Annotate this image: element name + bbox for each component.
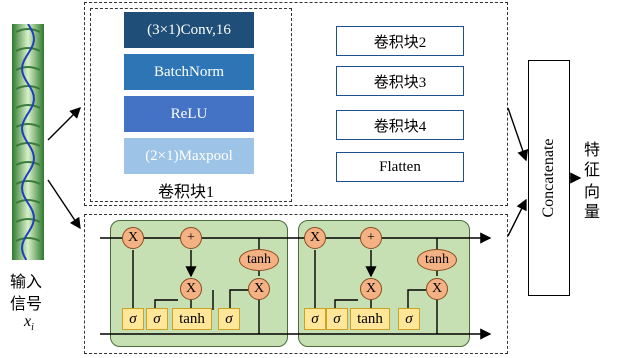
- conv-block4: 卷积块4: [336, 110, 464, 140]
- tanh-op: tanh: [239, 249, 279, 271]
- forget-gate: σ: [122, 308, 144, 330]
- input-signal-image: [12, 23, 44, 261]
- flatten-block: Flatten: [336, 152, 464, 182]
- conv-block2: 卷积块2: [336, 26, 464, 56]
- add-op-2: +: [360, 227, 382, 249]
- input-label-line2: 信号: [10, 296, 43, 313]
- input-var-letter: x: [24, 313, 32, 330]
- forget-gate-2: σ: [304, 308, 326, 330]
- input-var: xi: [24, 313, 34, 333]
- concatenate-block: Concatenate: [528, 60, 570, 296]
- output-char-1: 特: [584, 142, 601, 159]
- conv-block1-box: [90, 8, 292, 202]
- maxpool-layer: (2×1)Maxpool: [124, 138, 254, 174]
- forget-multiply-op: X: [122, 227, 144, 249]
- cnn-branch-box: [84, 2, 508, 206]
- output-multiply-op: X: [248, 278, 270, 300]
- input-var-sub: i: [31, 322, 34, 334]
- output-multiply-op-2: X: [426, 278, 448, 300]
- batchnorm-layer: BatchNorm: [124, 54, 254, 90]
- output-char-2: 征: [584, 162, 601, 179]
- conv-block3: 卷积块3: [336, 66, 464, 96]
- candidate-gate-2: tanh: [350, 308, 390, 330]
- conv-layer: (3×1)Conv,16: [124, 12, 254, 48]
- output-char-4: 量: [584, 204, 601, 221]
- input-label-line1: 输入: [10, 274, 43, 291]
- output-gate: σ: [218, 308, 240, 330]
- input-gate-2: σ: [326, 308, 348, 330]
- forget-multiply-op-2: X: [304, 227, 326, 249]
- input-multiply-op: X: [180, 278, 202, 300]
- relu-layer: ReLU: [124, 96, 254, 132]
- candidate-gate: tanh: [172, 308, 212, 330]
- input-gate: σ: [146, 308, 168, 330]
- input-multiply-op-2: X: [360, 278, 382, 300]
- tanh-op-2: tanh: [417, 249, 457, 271]
- output-char-3: 向: [584, 184, 601, 201]
- add-op: +: [180, 227, 202, 249]
- conv-block1-label: 卷积块1: [158, 184, 215, 201]
- signal-waveform: [12, 23, 44, 261]
- lstm-branch-box: [84, 214, 508, 354]
- output-gate-2: σ: [398, 308, 420, 330]
